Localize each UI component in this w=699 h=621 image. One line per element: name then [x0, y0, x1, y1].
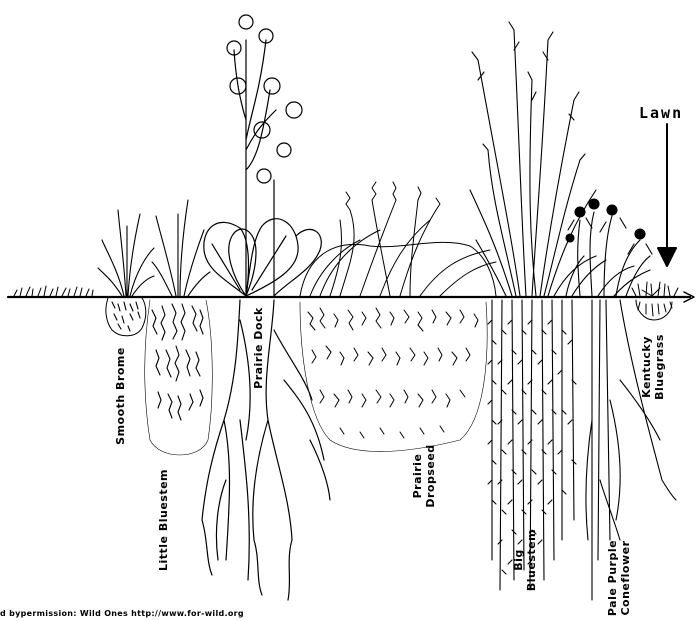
smooth-brome-label-text: Smooth Brome — [114, 340, 127, 452]
kentucky-bluegrass-drawing — [632, 282, 678, 320]
big-bluestem-label-line1: Big — [512, 520, 525, 600]
big-bluestem-drawing — [470, 22, 596, 590]
prairie-dock-label: Prairie Dock — [252, 298, 265, 398]
prairie-dock-label-text: Prairie Dock — [252, 298, 265, 398]
ground-line — [8, 292, 694, 302]
kentucky-bluegrass-label-line1: Kentucky — [640, 330, 653, 404]
kentucky-bluegrass-label: Kentucky Bluegrass — [640, 330, 666, 404]
prairie-dock-drawing — [202, 15, 330, 600]
kentucky-bluegrass-label-line2: Bluegrass — [653, 330, 666, 404]
mowed-grass-drawing — [14, 286, 93, 296]
big-bluestem-label-line2: Bluestem — [525, 520, 538, 600]
coneflower-label-line2: Coneflower — [619, 536, 632, 620]
lawn-label: Lawn — [639, 104, 683, 122]
credit-line: d bypermission: Wild Ones http://www.for… — [0, 609, 244, 618]
little-bluestem-label: Little Bluestem — [157, 460, 170, 580]
lawn-arrow — [658, 124, 676, 266]
prairie-dropseed-drawing — [300, 182, 496, 452]
little-bluestem-drawing — [145, 200, 213, 455]
little-bluestem-label-text: Little Bluestem — [157, 460, 170, 580]
coneflower-label-line1: Pale Purple — [606, 536, 619, 620]
prairie-dropseed-label-line1: Prairie — [411, 440, 424, 512]
smooth-brome-label: Smooth Brome — [114, 340, 127, 452]
prairie-dropseed-label-line2: Dropseed — [424, 440, 437, 512]
prairie-dropseed-label: Prairie Dropseed — [411, 440, 437, 512]
big-bluestem-label: Big Bluestem — [512, 520, 538, 600]
coneflower-label: Pale Purple Coneflower — [606, 536, 632, 620]
smooth-brome-drawing — [98, 210, 154, 336]
